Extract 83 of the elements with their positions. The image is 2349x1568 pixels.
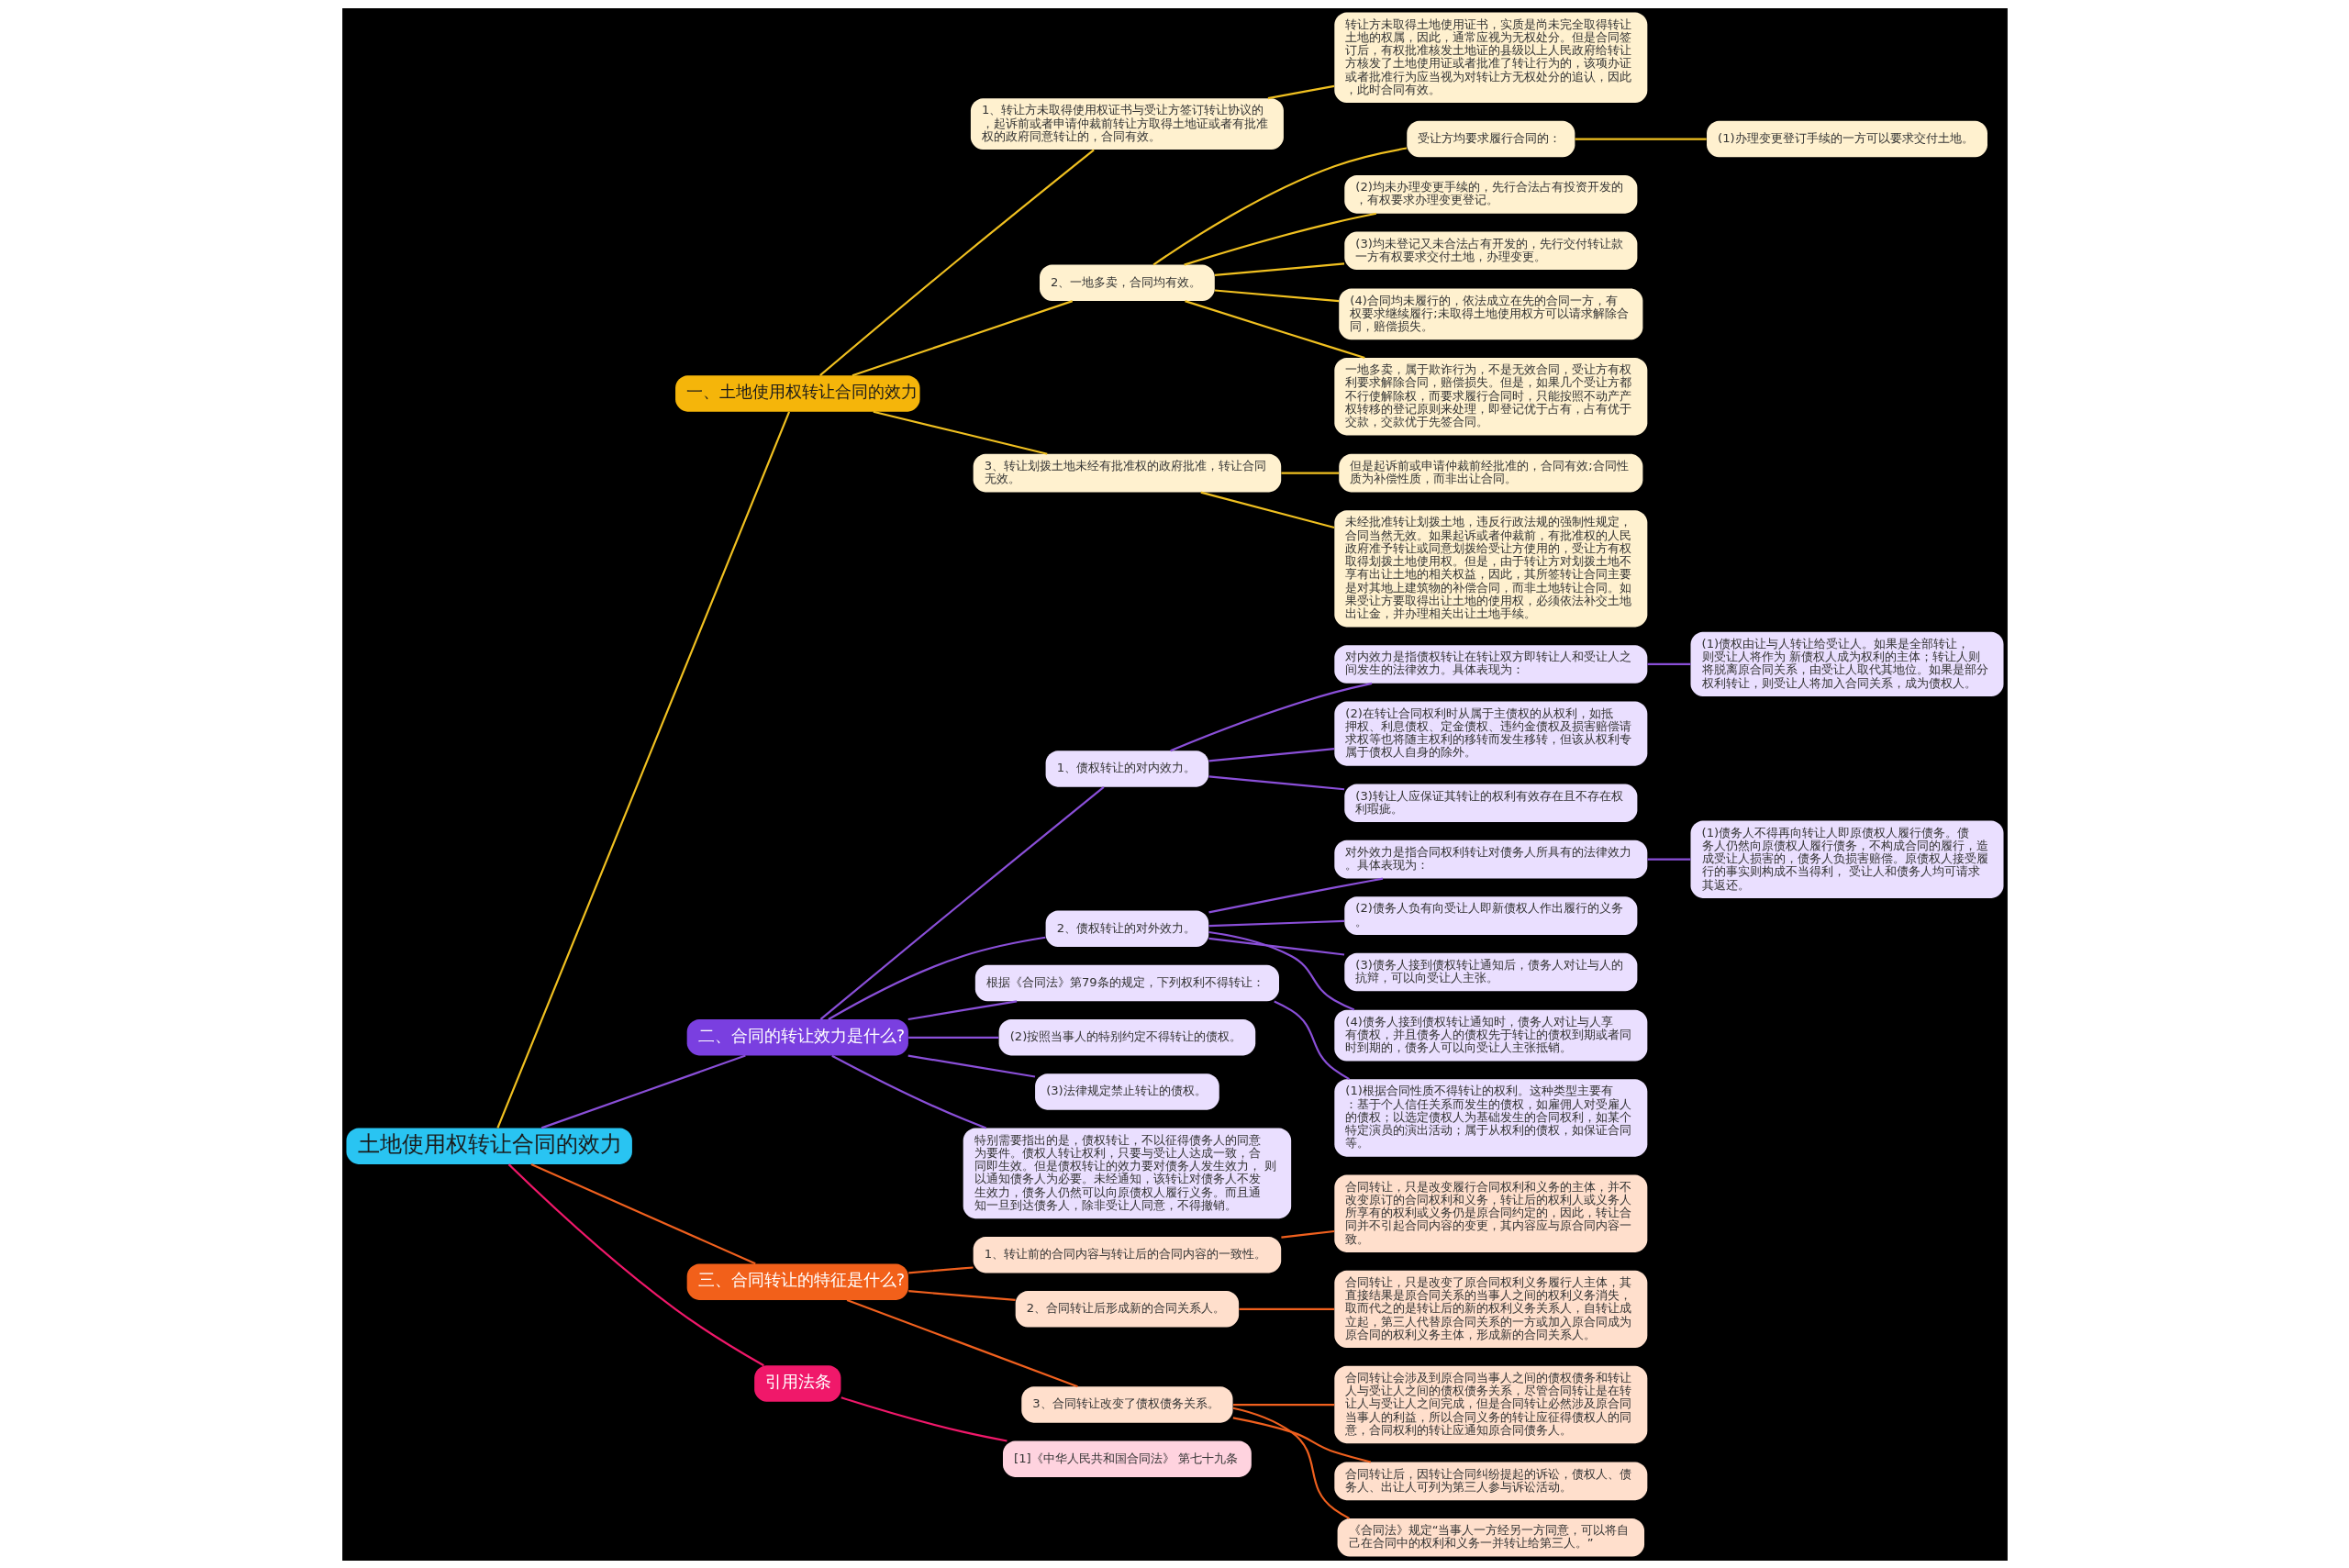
node-box: 根据《合同法》第79条的规定，下列权利不得转让： — [974, 964, 1279, 1001]
connector — [507, 1162, 764, 1366]
connector — [907, 1036, 998, 1039]
connector — [1208, 877, 1383, 913]
node-box: (2)按照当事人的特别约定不得转让的债权。 — [998, 1018, 1255, 1055]
connector — [819, 785, 1105, 1020]
node-box: 1、转让前的合同内容与转让后的合同内容的一致性。 — [973, 1236, 1281, 1273]
node-box: (3)转让人应保证其转让的权利有效存在且不存在权利瑕疵。 — [1343, 783, 1637, 822]
connector — [1647, 858, 1690, 861]
connector — [1214, 261, 1344, 276]
node-box: 三、合同转让的特征是什么? — [686, 1263, 908, 1300]
connector — [540, 1054, 746, 1129]
node-box: (1)根据合同性质不得转让的权利。这种类型主要有：基于个人信任关系而发生的债权，如雇佣人对受雇人的债权；以选定债权人为基础发生的合同权利，如某个特定演员的演出活动；属于从权利的债权，如保证合同等。 — [1333, 1078, 1647, 1157]
node-box: 合同转让，只是改变了原合同权利义务履行人主体，其直接结果是原合同关系的当事人之间的权利义务消失，取而代之的是转让后的新的权利义务关系人，自转让成立起，第三人代替原合同关系的一方或加入原合同成为原合同的权利义务主体，形成新的合同关系人。 — [1333, 1270, 1647, 1348]
node-box: 3、转让划拨土地未经有批准权的政府批准，转让合同无效。 — [973, 453, 1281, 492]
node-box: 土地使用权转让合同的效力 — [346, 1128, 632, 1164]
connector — [873, 410, 1047, 455]
connector — [1232, 1403, 1334, 1406]
node-box: 2、合同转让后形成新的合同关系人。 — [1015, 1290, 1239, 1328]
node-box: 1、债权转让的对内效力。 — [1045, 750, 1208, 787]
node-box: 2、债权转让的对外效力。 — [1045, 910, 1208, 947]
node-box: 2、一地多卖，合同均有效。 — [1039, 264, 1215, 301]
node-box: (2)在转让合同权利时从属于主债权的从权利，如抵押权、利息债权、定金债权、违约金债权及损害赔偿请求权等也将随主权利的移转而发生移转，但该从权利专属于债权人自身的除外。 — [1333, 701, 1647, 766]
connector — [1647, 662, 1690, 665]
connector — [1280, 1229, 1334, 1239]
connector — [830, 1054, 986, 1129]
connector — [1200, 491, 1334, 528]
connector — [495, 411, 790, 1129]
node-box: 3、合同转让改变了债权债务关系。 — [1020, 1385, 1233, 1423]
connector — [852, 299, 1073, 376]
connector — [530, 1162, 756, 1264]
node-box: [1]《中华人民共和国合同法》 第七十九条 — [1002, 1440, 1252, 1477]
connector — [1208, 930, 1354, 1011]
node-box: 合同转让后，因转让合同纠纷提起的诉讼，债权人、债务人、出让人可列为第三人参与诉讼活动。 — [1333, 1462, 1647, 1500]
connector — [1232, 1416, 1371, 1462]
connector — [1169, 682, 1372, 751]
node-box: (1)债权由让与人转让给受让人。如果是全部转让，则受让人将作为 新债权人成为权利的主体；转让人则将脱离原合同关系，由受让人取代其地位。如果是部分权利转让，则受让人将加入合同关系，成为债权人。 — [1690, 631, 2003, 696]
node-box: 但是起诉前或申请仲裁前经批准的，合同有效;合同性质为补偿性质，而非出让合同。 — [1338, 453, 1642, 492]
connector — [1152, 146, 1407, 265]
connector — [1208, 774, 1344, 790]
connector — [1238, 1307, 1334, 1310]
node-box: (4)债务人接到债权转让通知时，债务人对让与人享有债权，并且债务人的债权先于转让的债权到期或者同时到期的，债务人可以向受让人主张抵销。 — [1333, 1009, 1647, 1062]
connector — [840, 1396, 1008, 1442]
connector — [1208, 919, 1344, 927]
node-box: (1)债务人不得再向转让人即原债权人履行债务。债务人仍然向原债权人履行债务，不构成合同的履行，造成受让人损害的，债务人负损害赔偿。原债权人接受履行的事实则构成不当得利， 受让人和债务人均可请求其返还。 — [1690, 820, 2003, 898]
node-box: 一、土地使用权转让合同的效力 — [674, 374, 919, 412]
node-box: (2)债务人负有向受让人即新债权人作出履行的义务。 — [1343, 895, 1637, 935]
node-box: 对外效力是指合同权利转让对债务人所具有的法律效力。具体表现为： — [1333, 840, 1647, 879]
connector — [907, 1265, 974, 1273]
node-box: 转让方未取得土地使用证书，实质是尚未完全取得转让土地的权属，因此，通常应视为无权处分。但是合同签订后，有权批准核发土地证的县级以上人民政府给转让方核发了土地使用证或者批准了转让行为的，该项办证或者批准行为应当视为对转让方无权处分的追认，因此，此时合同有效。 — [1333, 11, 1647, 103]
node-box: 受让方均要求履行合同的： — [1406, 120, 1575, 157]
node-box: (3)法律规定禁止转让的债权。 — [1034, 1073, 1219, 1110]
connector — [1184, 299, 1365, 359]
node-box: (1)办理变更登订手续的一方可以要求交付土地。 — [1706, 120, 1987, 157]
node-box: 引用法条 — [753, 1364, 841, 1402]
node-box: 一地多卖，属于欺诈行为，不是无效合同，受让方有权利要求解除合同，赔偿损失。但是，如果几个受让方都不行使解除权，而要求履行合同时，只能按照不动产产权转移的登记原则来处理，即登记优于占有，占有优于交款，交款优于先签合同。 — [1333, 357, 1647, 435]
connector — [1208, 937, 1344, 956]
node-box: 1、转让方未取得使用权证书与受让方签订转让协议的，起诉前或者申请仲裁前转让方取得土地证或者有批准权的政府同意转让的，合同有效。 — [970, 97, 1284, 150]
node-box: 对内效力是指债权转让在转让双方即转让人和受让人之间发生的法律效力。具体表现为： — [1333, 644, 1647, 684]
connector — [1208, 747, 1334, 762]
connector — [907, 1289, 1016, 1301]
connector — [1574, 137, 1707, 140]
node-box: (4)合同均未履行的，依法成立在先的合同一方，有权要求继续履行;未取得土地使用权方可以请求解除合同，赔偿损失。 — [1338, 287, 1642, 339]
node-box: 二、合同的转让效力是什么? — [686, 1018, 908, 1055]
connector — [1267, 84, 1334, 99]
connector — [818, 148, 1095, 376]
node-box: (3)债务人接到债权转让通知后，债务人对让与人的抗辩，可以向受让人主张。 — [1343, 952, 1637, 991]
node-box: 特别需要指出的是，债权转让，不以征得债务人的同意为要件。债权人转让权利，只要与受让人达成一致，合同即生效。但是债权转让的效力要对债务人发生效力， 则以通知债务人为必要。未经通知，该转让对债务人不发生效力，债务人仍然可以向原债权人履行义务。而且通知一旦到达债务人，除非受让人同意，不得撤销。 — [963, 1128, 1291, 1218]
connector — [1280, 472, 1339, 474]
node-box: 合同转让会涉及到原合同当事人之间的债权债务和转让人与受让人之间的债权债务关系，尽管合同转让是在转让人与受让人之间完成，但是合同转让必然涉及原合同当事人的利益，所以合同义务的转让应征得债权人的同意，合同权利的转让应通知原合同债务人。 — [1333, 1365, 1647, 1443]
node-box: (3)均未登记又未合法占有开发的，先行交付转让款一方有权要求交付土地，办理变更。 — [1343, 230, 1637, 270]
node-box: (2)均未办理变更手续的，先行合法占有投资开发的，有权要求办理变更登记。 — [1343, 174, 1637, 214]
node-box: 合同转让，只是改变履行合同权利和义务的主体，并不改变原订的合同权利和义务，转让后的权利人或义务人所享有的权利或义务仍是原合同约定的，因此，转让合同并不引起合同内容的变更，其内容应与原合同内容一致。 — [1333, 1173, 1647, 1252]
node-box: 未经批准转让划拨土地，违反行政法规的强制性规定，合同当然无效。如果起诉或者仲裁前，有批准权的人民政府准予转让或同意划拨给受让方使用的，受让方有权取得划拨土地使用权。但是，由于转让方对划拨土地不享有出让土地的相关权益，因此，其所签转让合同主要是对其地上建筑物的补偿合同，而非土地转让合同。如果受让方要取得出让土地的使用权，必须依法补交土地出让金，并办理相关出让土地手续。 — [1333, 509, 1647, 627]
connector — [907, 1054, 1035, 1078]
connector — [846, 1298, 1078, 1387]
connector — [1273, 1000, 1350, 1080]
node-box: 《合同法》规定“当事人一方经另一方同意，可以将自己在合同中的权利和义务一并转让给第三人。” — [1337, 1518, 1644, 1557]
connector — [1183, 212, 1376, 266]
connector — [827, 936, 1046, 1020]
connector — [1214, 288, 1339, 302]
connector — [1232, 1407, 1350, 1519]
connector — [907, 999, 1017, 1020]
